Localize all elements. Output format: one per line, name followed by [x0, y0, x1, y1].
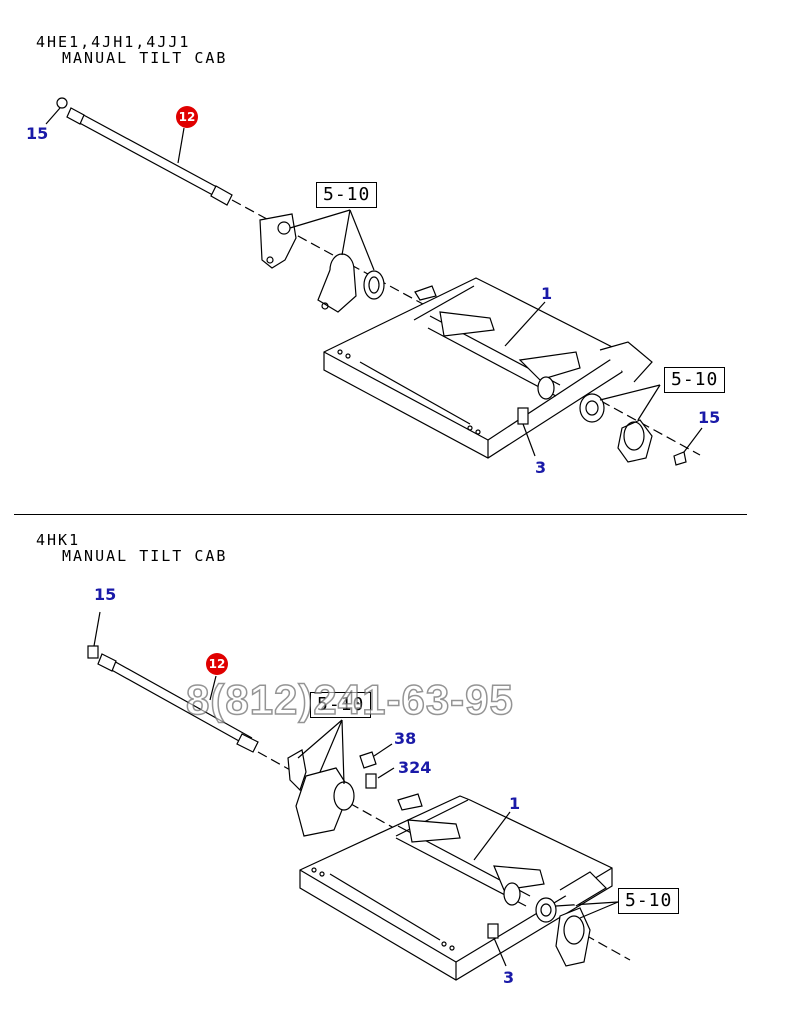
callout-5-10-top-left: 5-10 [316, 182, 378, 208]
callout-12-top: 12 [176, 106, 198, 128]
callout-5-10-bottom-left: 5-10 [310, 692, 372, 718]
callout-3-bottom: 3 [503, 968, 515, 987]
section-divider [14, 514, 747, 515]
engine-label-bottom: 4HK1 [36, 531, 81, 549]
phone-watermark: 8(812)241-63-95 [185, 675, 514, 724]
callout-3-top: 3 [535, 458, 547, 477]
bushing-top-2 [363, 270, 385, 300]
callout-15-top-right: 15 [698, 408, 721, 427]
bushing-bottom-right [535, 897, 557, 923]
section-title-bottom: MANUAL TILT CAB [62, 547, 228, 565]
section-title-top: MANUAL TILT CAB [62, 49, 228, 67]
torsion-bar-bottom [97, 653, 259, 753]
callout-1-bottom: 1 [509, 794, 521, 813]
nut-38 [359, 751, 377, 769]
callout-5-10-bottom-right: 5-10 [618, 888, 680, 914]
bracket-right-top [617, 419, 653, 463]
bracket-left-bottom [287, 749, 355, 837]
frame-bottom [299, 795, 613, 981]
cross-shaft-top [414, 285, 581, 400]
bracket-right-bottom [555, 907, 591, 967]
bolt-324 [365, 773, 377, 789]
callout-15-top-left: 15 [26, 124, 49, 143]
callout-15-bottom: 15 [94, 585, 117, 604]
cap-15-top [56, 97, 68, 109]
callout-324: 324 [398, 758, 432, 777]
bolt-3-top [517, 407, 536, 457]
bushing-top-1 [317, 253, 357, 313]
bushing-top-3 [579, 393, 605, 423]
callout-1-top: 1 [541, 284, 553, 303]
callout-5-10-top-right: 5-10 [664, 367, 726, 393]
bracket-left-top [259, 213, 297, 269]
bolt-3-bottom [487, 923, 507, 967]
callout-38: 38 [394, 729, 417, 748]
engine-label-top: 4HE1,4JH1,4JJ1 [36, 33, 191, 51]
callout-12-bottom: 12 [206, 653, 228, 675]
cross-shaft-bottom [395, 793, 545, 907]
cap-15-bottom [87, 645, 99, 659]
torsion-bar-top [66, 107, 233, 206]
